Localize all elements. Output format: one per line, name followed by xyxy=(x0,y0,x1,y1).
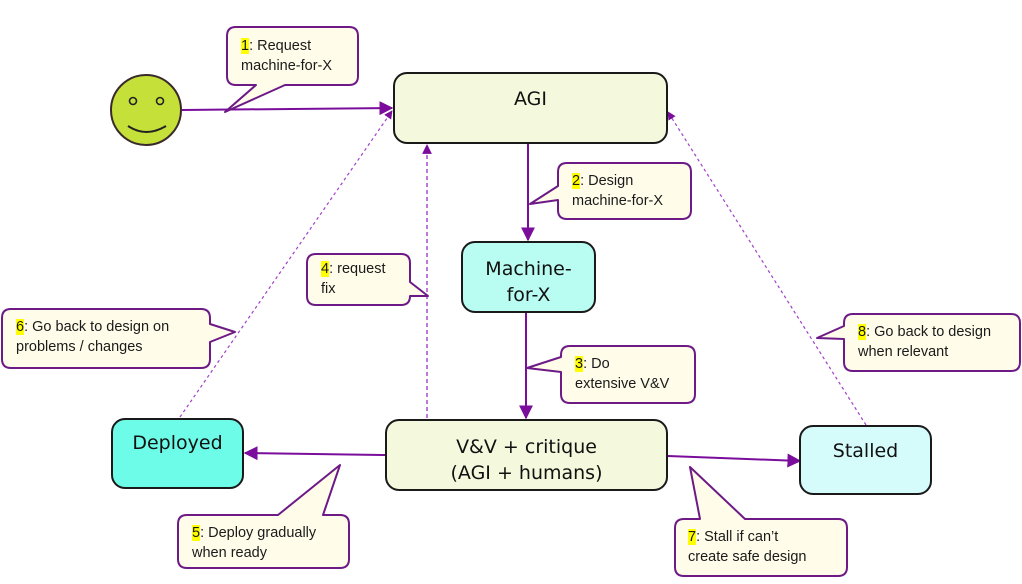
callout-2: 2: Design machine-for-X xyxy=(572,171,663,211)
step-number: 3 xyxy=(575,356,584,372)
step-number: 5 xyxy=(192,525,201,541)
smiley-face-icon xyxy=(110,74,182,146)
callout-text-line1: : Do xyxy=(583,356,610,372)
step-number: 6 xyxy=(16,319,25,335)
step-number: 1 xyxy=(241,38,250,54)
machine-for-x-node: Machine- for-X xyxy=(461,241,596,313)
callout-text-line1: : request xyxy=(329,261,386,277)
callout-2-shape xyxy=(529,162,692,220)
callout-8-shape xyxy=(816,313,1021,372)
callout-text-line2: when ready xyxy=(192,545,267,561)
callout-6-shape xyxy=(1,308,236,369)
vv-critique-node: V&V + critique (AGI + humans) xyxy=(385,419,668,491)
callout-text-line2: problems / changes xyxy=(16,339,143,355)
agi-node-label: AGI xyxy=(514,88,547,110)
stalled-node: Stalled xyxy=(799,425,932,495)
callout-text-line2: machine-for-X xyxy=(572,193,664,209)
callout-text-line2: fix xyxy=(321,281,336,297)
stalled-node-label: Stalled xyxy=(832,440,899,462)
callout-text-line1: : Deploy gradually xyxy=(200,525,317,541)
agi-node: AGI xyxy=(393,72,668,144)
callout-4-shape xyxy=(306,253,429,306)
deployed-node-label: Deployed xyxy=(132,432,223,454)
callout-1-shape xyxy=(224,26,359,113)
deployed-node: Deployed xyxy=(111,418,244,489)
callout-5: 5: Deploy gradually when ready xyxy=(192,523,316,563)
step-number: 4 xyxy=(321,261,330,277)
vv-node-line1: V&V + critique xyxy=(456,435,597,458)
vv-node-line2: (AGI + humans) xyxy=(450,461,603,484)
callout-7: 7: Stall if can’t create safe design xyxy=(688,527,807,567)
callout-7-shape xyxy=(674,466,848,577)
callout-4: 4: request fix xyxy=(321,259,386,299)
arrow-back-from-deployed xyxy=(179,110,393,418)
callout-text-line2: extensive V&V xyxy=(575,376,670,392)
callout-5-shape xyxy=(177,464,350,569)
step-number: 8 xyxy=(858,324,867,340)
callout-text-line2: when relevant xyxy=(858,344,949,360)
arrow-stall xyxy=(667,453,802,468)
callout-text-line1: : Request xyxy=(249,38,312,54)
callout-text-line1: : Go back to design xyxy=(866,324,992,340)
arrow-deploy xyxy=(243,446,386,461)
machine-node-line2: for-X xyxy=(506,283,551,306)
callout-3: 3: Do extensive V&V xyxy=(575,354,669,394)
callout-text-line1: : Stall if can’t xyxy=(696,529,779,545)
callout-text-line1: : Design xyxy=(580,173,634,189)
callout-1: 1: Request machine-for-X xyxy=(241,36,332,76)
callout-text-line2: machine-for-X xyxy=(241,58,333,74)
arrow-request xyxy=(181,101,394,116)
step-number: 2 xyxy=(572,173,581,189)
step-number: 7 xyxy=(688,529,697,545)
callout-text-line1: : Go back to design on xyxy=(24,319,170,335)
arrow-back-from-stalled xyxy=(667,111,867,426)
callout-6: 6: Go back to design on problems / chang… xyxy=(16,317,169,357)
machine-node-line1: Machine- xyxy=(485,257,572,280)
callout-3-shape xyxy=(526,345,696,404)
callout-8: 8: Go back to design when relevant xyxy=(858,322,991,362)
callout-text-line2: create safe design xyxy=(688,549,807,565)
